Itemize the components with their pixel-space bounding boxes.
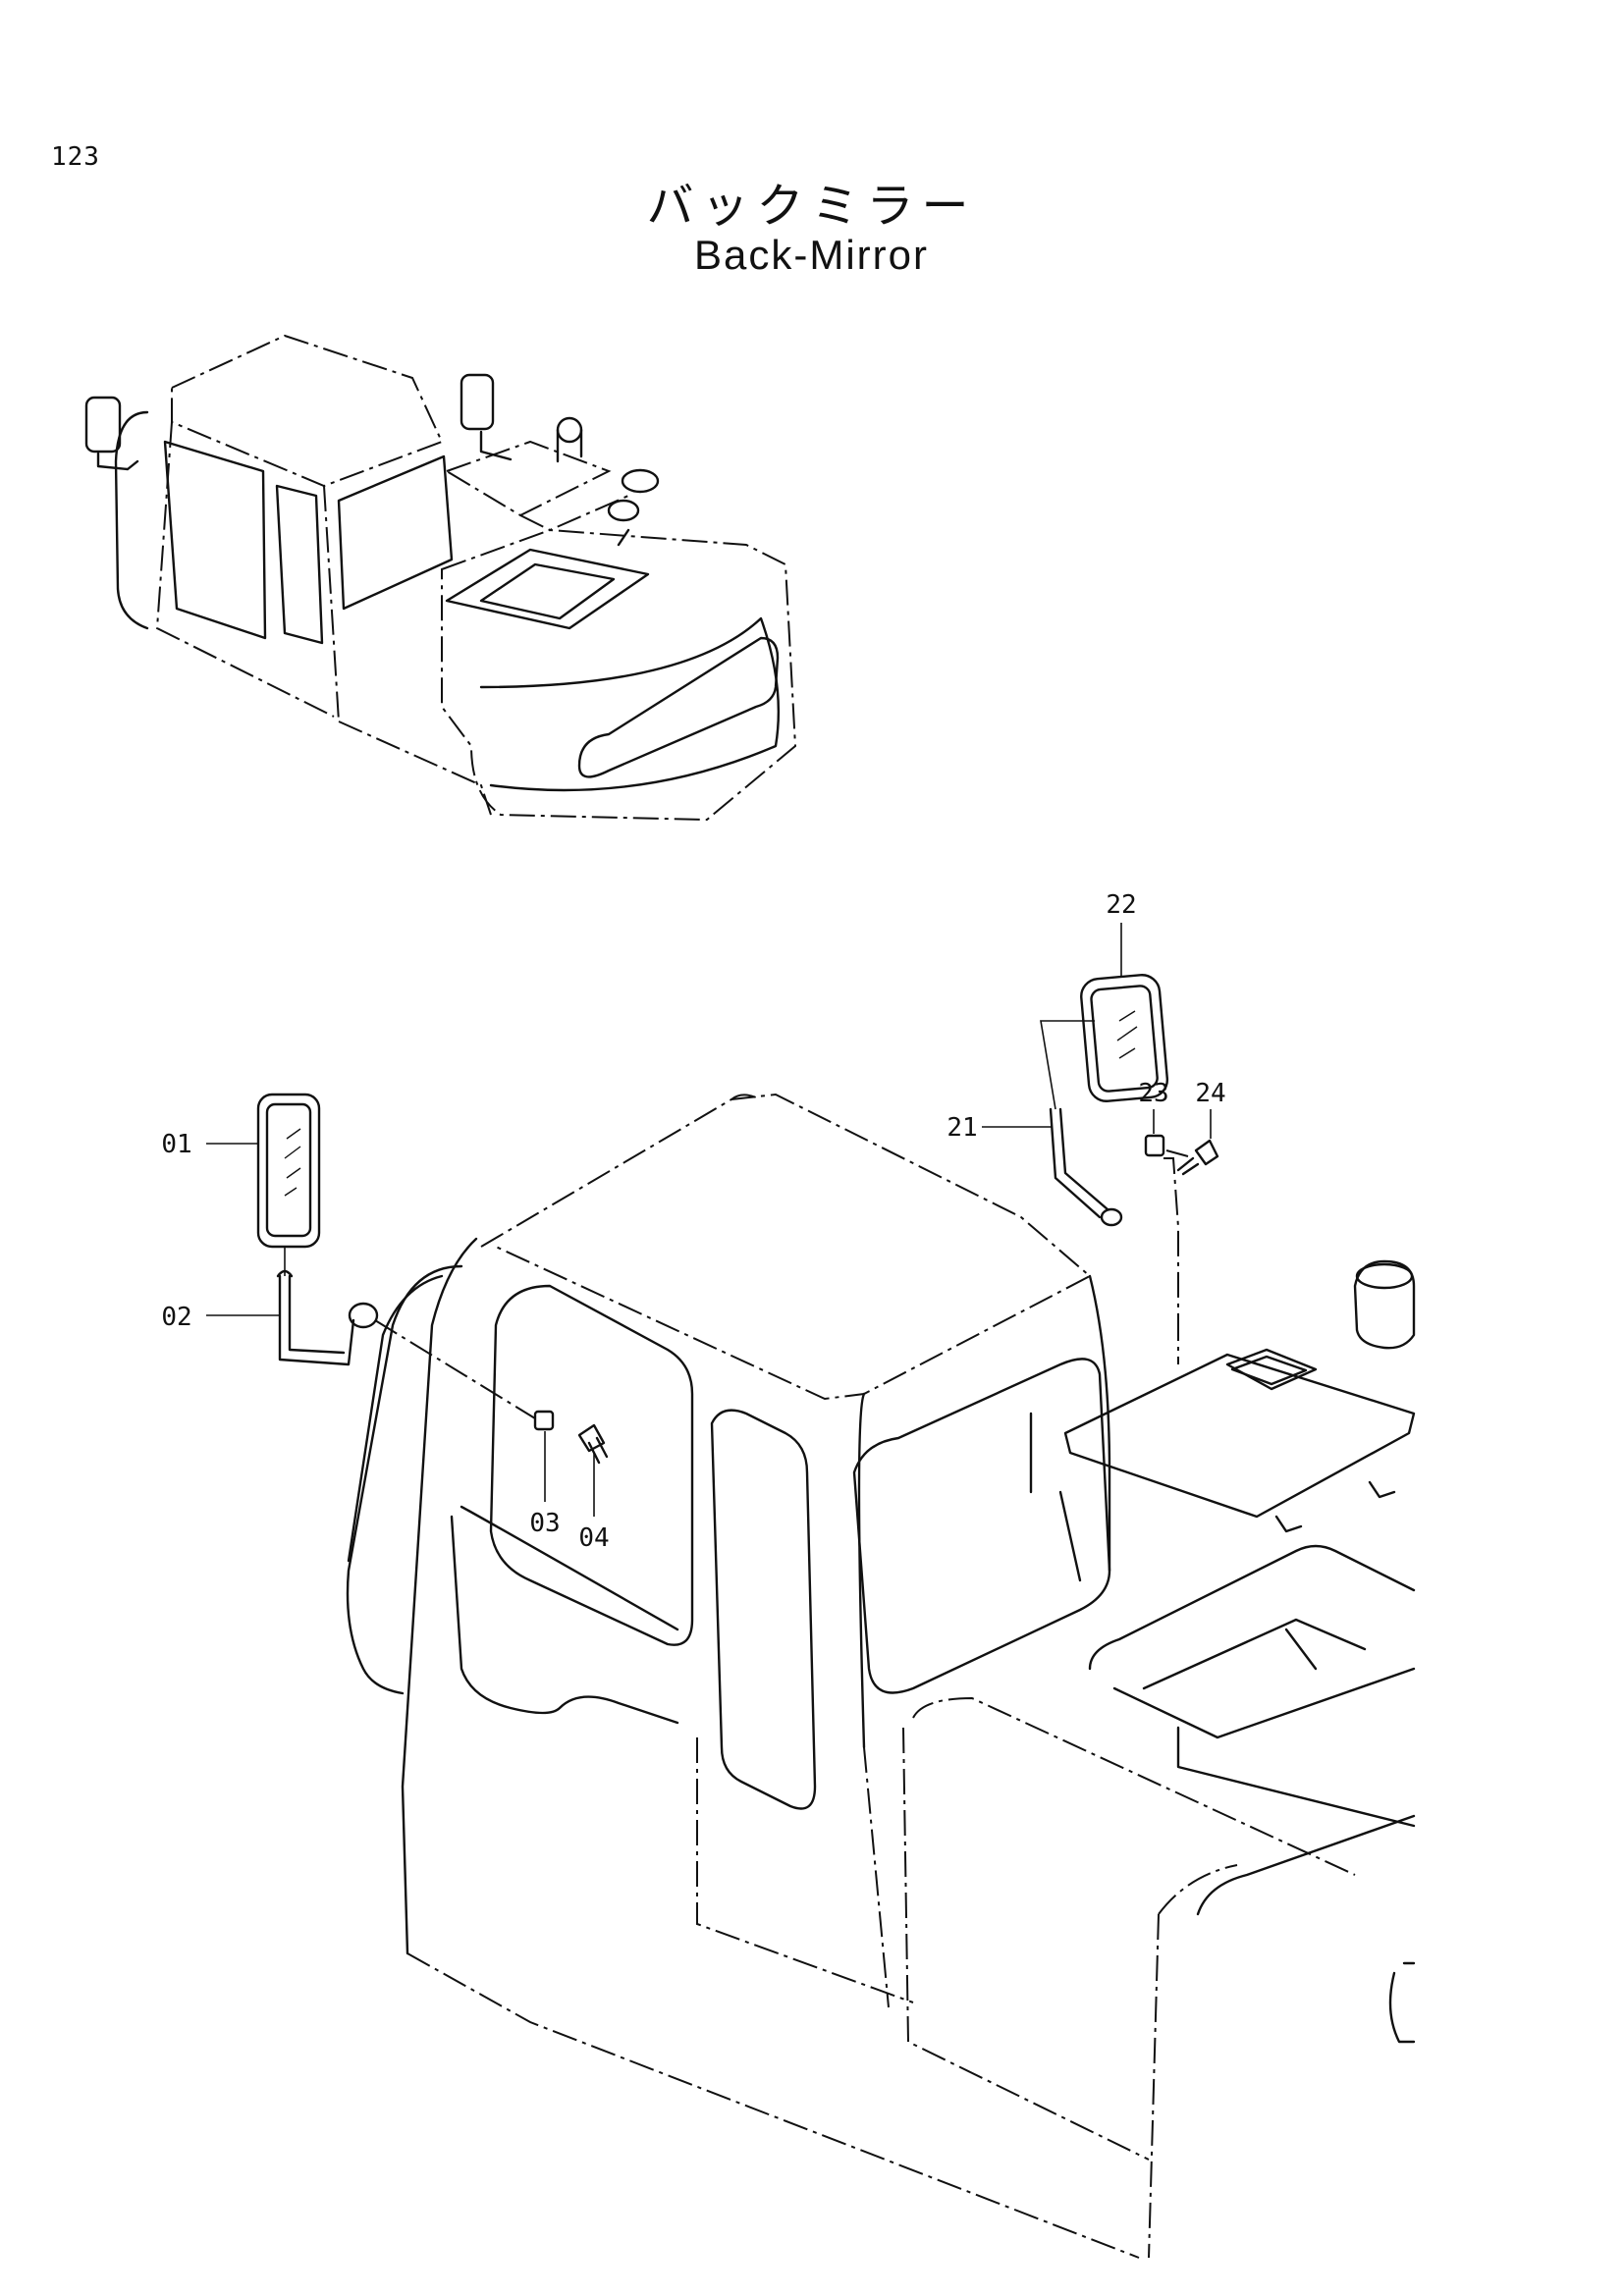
page-number: 123 — [51, 142, 100, 172]
title-japanese: バックミラー — [646, 179, 977, 234]
part-24-bolt — [1176, 1139, 1219, 1176]
title-english: Back-Mirror — [694, 232, 929, 278]
part-02-stay-left — [276, 1247, 379, 1366]
part-21-stay-right — [1040, 1020, 1123, 1227]
callout-03: 03 — [529, 1509, 560, 1538]
callout-04: 04 — [578, 1523, 609, 1553]
part-04-bolt — [577, 1423, 609, 1465]
callout-21: 21 — [947, 1113, 977, 1143]
part-01-mirror-left — [256, 1093, 321, 1249]
callout-24: 24 — [1195, 1079, 1225, 1108]
part-03-nut — [533, 1410, 555, 1431]
callout-23: 23 — [1138, 1079, 1168, 1108]
callout-02: 02 — [161, 1303, 191, 1332]
callout-22: 22 — [1106, 890, 1136, 920]
part-23-nut — [1144, 1134, 1165, 1157]
main-cab-drawing — [346, 1093, 1416, 2259]
callout-01: 01 — [161, 1130, 191, 1159]
part-22-mirror-right — [1080, 974, 1169, 1102]
overview-excavator — [84, 334, 797, 822]
